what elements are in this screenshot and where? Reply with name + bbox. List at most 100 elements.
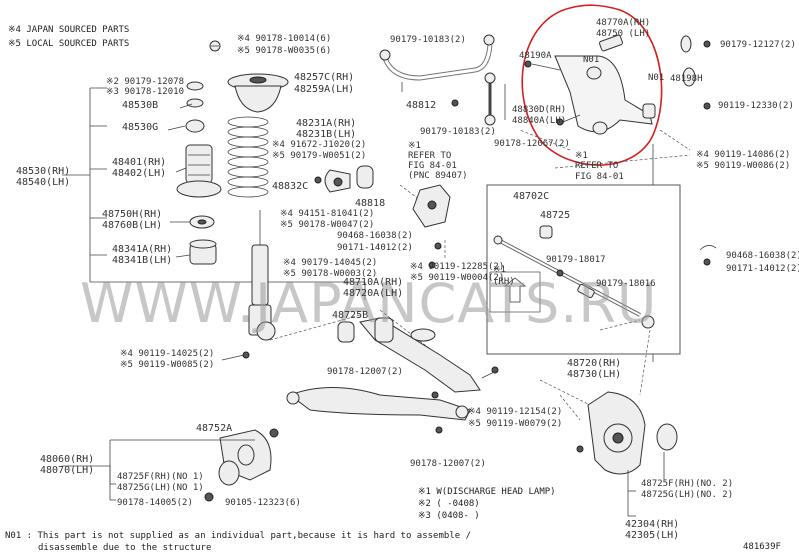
dust-boot-icon[interactable] [176, 144, 222, 198]
label-90178-12010[interactable]: ※3 90178-12010 [106, 87, 184, 97]
label-90179-12078[interactable]: ※2 90179-12078 [106, 77, 184, 87]
right-nut-icon[interactable] [699, 245, 717, 266]
label-90179-12127[interactable]: 90179-12127(2) [720, 40, 796, 50]
label-48702c[interactable]: 48702C [513, 191, 549, 202]
label-ref1-a[interactable]: REFER TO [408, 151, 451, 161]
label-48752a[interactable]: 48752A [196, 423, 232, 434]
label-48840a[interactable]: 48840A(LH) [512, 116, 566, 126]
strut-bolt-icon[interactable] [221, 351, 250, 361]
label-90171-14012-a[interactable]: 90171-14012(2) [337, 243, 413, 253]
label-ref1-b[interactable]: FIG 84-01 [408, 161, 457, 171]
label-48812[interactable]: 48812 [406, 100, 436, 111]
label-48190a[interactable]: 48190A [519, 51, 552, 61]
footnote-3: ※3 (0408- ) [418, 511, 480, 521]
label-90179-10183-b[interactable]: 90179-10183(2) [420, 127, 496, 137]
label-48540[interactable]: 48540(LH) [16, 177, 70, 188]
label-48720[interactable]: 48720(RH) [567, 358, 621, 369]
label-48832c[interactable]: 48832C [272, 181, 308, 192]
label-48710a[interactable]: 48710A(RH) [343, 277, 403, 288]
label-48750[interactable]: 48750 (LH) [596, 29, 650, 39]
lower-bushing-assembly-icon[interactable] [204, 429, 272, 502]
strut-mount-icon[interactable] [227, 73, 289, 113]
label-48750h[interactable]: 48750H(RH) [102, 209, 162, 220]
stabilizer-bushing-icon[interactable] [314, 165, 374, 193]
label-90119-14025[interactable]: ※4 90119-14025(2) [120, 349, 214, 359]
label-48530b[interactable]: 48530B [122, 100, 158, 111]
label-90119-w0086[interactable]: ※5 90119-W0086(2) [696, 161, 790, 171]
label-ref2-b[interactable]: FIG 84-01 [575, 172, 624, 182]
label-90119-12285[interactable]: ※4 90119-12285(2) [410, 262, 504, 272]
label-48720a[interactable]: 48720A(LH) [343, 288, 403, 299]
label-48231b[interactable]: 48231B(LH) [296, 129, 356, 140]
shock-absorber-icon[interactable] [248, 210, 276, 341]
rear-control-link-icon[interactable] [493, 225, 655, 329]
label-48341a[interactable]: 48341A(RH) [112, 244, 172, 255]
label-42305[interactable]: 42305(LH) [625, 530, 679, 541]
label-48818[interactable]: 48818 [355, 198, 385, 209]
label-48760b[interactable]: 48760B(LH) [102, 220, 162, 231]
label-48402[interactable]: 48402(LH) [112, 168, 166, 179]
label-90179-14045[interactable]: ※4 90179-14045(2) [283, 258, 377, 268]
label-90179-10183-a[interactable]: 90179-10183(2) [390, 35, 466, 45]
top-nut-icon[interactable] [209, 40, 221, 52]
rear-knuckle-icon[interactable] [576, 391, 678, 475]
label-94151-81041[interactable]: ※4 94151-81041(2) [280, 209, 374, 219]
arm-bushing-icon[interactable] [680, 35, 711, 110]
upper-control-arm-icon[interactable] [524, 34, 656, 135]
coil-spring-icon[interactable] [227, 116, 269, 198]
knuckle-carrier-icon[interactable] [412, 184, 451, 269]
lower-insulator-icon[interactable] [189, 239, 217, 265]
label-48070[interactable]: 48070(LH) [40, 465, 94, 476]
label-48730[interactable]: 48730(LH) [567, 369, 621, 380]
label-48725g-no2[interactable]: 48725G(LH)(NO. 2) [641, 490, 733, 500]
label-48259a[interactable]: 48259A(LH) [294, 84, 354, 95]
label-90178-10014[interactable]: ※4 90178-10014(6) [237, 34, 331, 44]
label-90178-12007-b[interactable]: 90178-12007(2) [410, 459, 486, 469]
label-48725[interactable]: 48725 [540, 210, 570, 221]
label-48341b[interactable]: 48341B(LH) [112, 255, 172, 266]
label-91672-j1020[interactable]: ※4 91672-J1020(2) [272, 140, 366, 150]
label-48231a[interactable]: 48231A(RH) [296, 118, 356, 129]
spring-seat-icon[interactable] [189, 215, 215, 229]
label-90119-w0079[interactable]: ※5 90119-W0079(2) [468, 419, 562, 429]
label-48530g[interactable]: 48530G [122, 122, 158, 133]
label-48725f-no2[interactable]: 48725F(RH)(NO. 2) [641, 479, 733, 489]
stabilizer-link-icon[interactable] [451, 72, 496, 126]
lower-arm-icon[interactable] [286, 387, 471, 421]
label-90179-18016[interactable]: 90179-18016 [596, 279, 656, 289]
label-48830d[interactable]: 48830D(RH) [512, 105, 566, 115]
label-ref2-a[interactable]: REFER TO [575, 161, 618, 171]
label-90178-12067-a[interactable]: 90178-12067(2) [494, 139, 570, 149]
label-90119-w0085[interactable]: ※5 90119-W0085(2) [120, 360, 214, 370]
label-90468-16038-b[interactable]: 90468-16038(2) [726, 251, 799, 261]
label-42304[interactable]: 42304(RH) [625, 519, 679, 530]
washer-icon[interactable] [185, 81, 205, 133]
label-90119-12154[interactable]: ※4 90119-12154(2) [468, 407, 562, 417]
label-90119-14086[interactable]: ※4 90119-14086(2) [696, 150, 790, 160]
label-90178-w0047[interactable]: ※5 90178-W0047(2) [280, 220, 374, 230]
label-48770a[interactable]: 48770A(RH) [596, 18, 650, 28]
label-48198h[interactable]: 48198H [670, 74, 703, 84]
label-90119-12330[interactable]: 90119-12330(2) [718, 101, 794, 111]
label-90105-12323[interactable]: 90105-12323(6) [225, 498, 301, 508]
stabilizer-bar-icon[interactable] [379, 34, 495, 81]
label-48725b[interactable]: 48725B [332, 310, 368, 321]
arm-bolt-icon[interactable] [269, 366, 499, 438]
label-48725f-no1[interactable]: 48725F(RH)(NO 1) [117, 472, 204, 482]
label-90468-16038-a[interactable]: 90468-16038(2) [337, 231, 413, 241]
label-90119-w0004[interactable]: ※5 90119-W0004(2) [410, 273, 504, 283]
label-90178-w0035[interactable]: ※5 90178-W0035(6) [237, 46, 331, 56]
label-48401[interactable]: 48401(RH) [112, 157, 166, 168]
label-48530[interactable]: 48530(RH) [16, 166, 70, 177]
label-48060[interactable]: 48060(RH) [40, 454, 94, 465]
label-90171-14012-b[interactable]: 90171-14012(2) [726, 264, 799, 274]
label-48725g-no1[interactable]: 48725G(LH)(NO 1) [117, 483, 204, 493]
label-90178-12007-a[interactable]: 90178-12007(2) [327, 367, 403, 377]
label-90178-14005[interactable]: 90178-14005(2) [117, 498, 193, 508]
label-ref1-c[interactable]: (PNC 89407) [408, 171, 468, 181]
trailing-arm-icon[interactable] [337, 317, 481, 393]
label-90179-18017[interactable]: 90179-18017 [546, 255, 606, 265]
label-48257c[interactable]: 48257C(RH) [294, 72, 354, 83]
label-90178-w0003[interactable]: ※5 90178-W0003(2) [283, 269, 377, 279]
label-90179-w0051[interactable]: ※5 90179-W0051(2) [272, 151, 366, 161]
